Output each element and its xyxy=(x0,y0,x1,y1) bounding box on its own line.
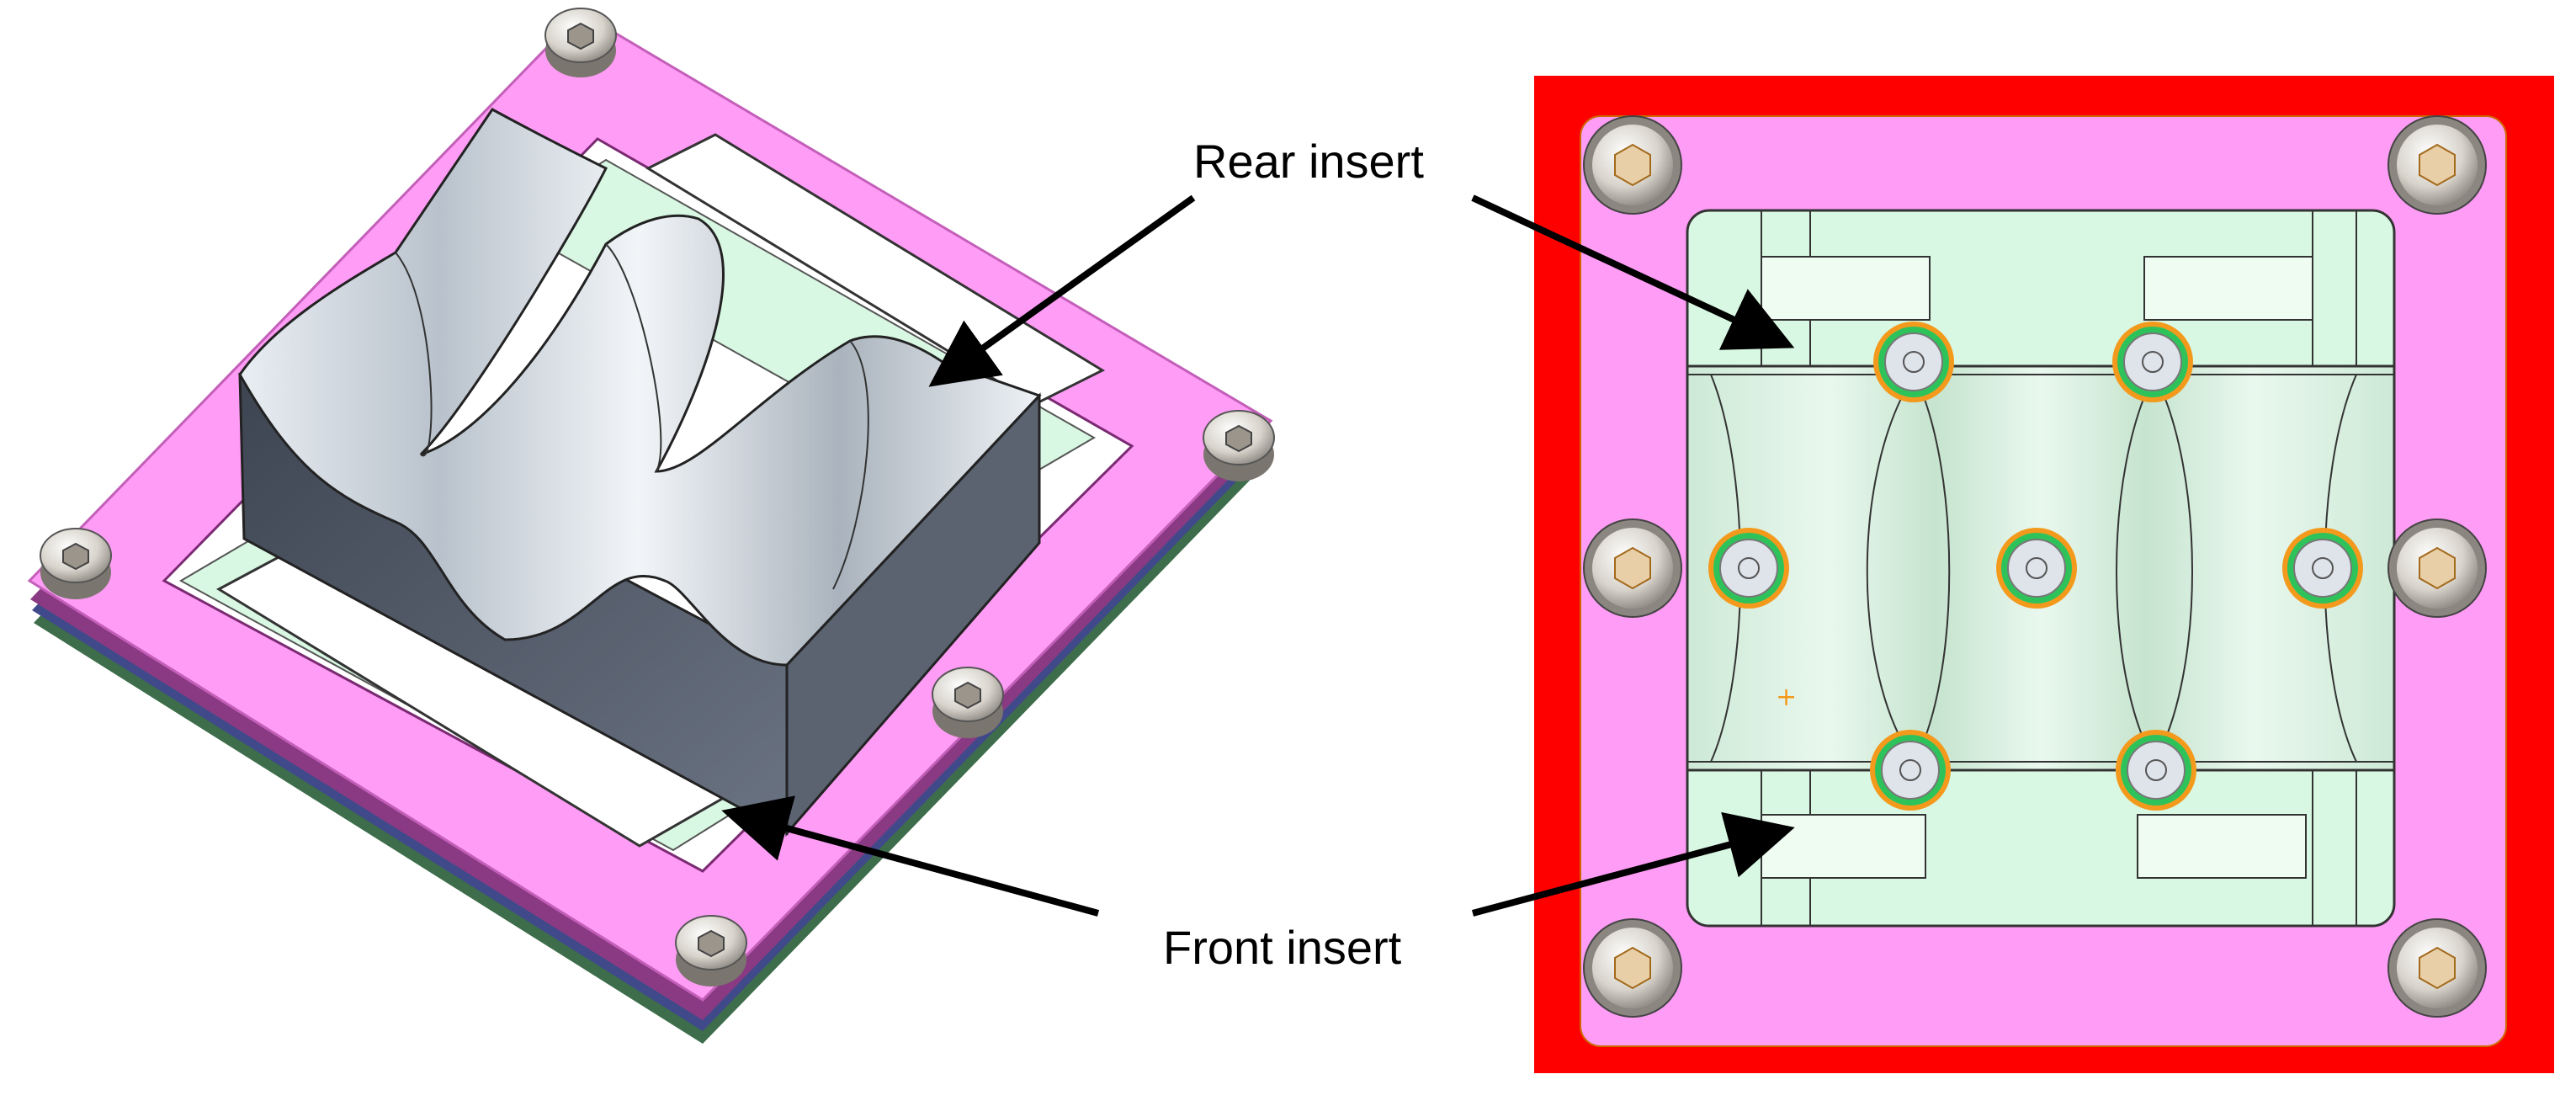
slot-rear-right xyxy=(2143,256,2313,321)
slot-rear-left xyxy=(1761,256,1931,321)
screw-ring-icon xyxy=(2116,730,2196,811)
screw-ring-icon xyxy=(1870,730,1951,811)
slot-front-left xyxy=(1761,814,1926,879)
socket-head-cap-screw-icon xyxy=(932,667,1004,738)
socket-head-cap-screw-icon xyxy=(1583,918,1682,1018)
block-crest-2 xyxy=(605,243,662,472)
socket-head-cap-screw-icon xyxy=(40,528,112,599)
screw-ring-icon xyxy=(1708,528,1789,609)
arrow-front-insert-right xyxy=(1471,811,1795,917)
arrow-front-insert-left xyxy=(721,795,1100,917)
front-insert-label: Front insert xyxy=(1163,921,1402,974)
socket-head-cap-screw-icon xyxy=(1203,410,1275,481)
block-wavy-top xyxy=(238,108,1042,667)
screw-ring-icon xyxy=(2112,322,2193,402)
block-crest-1 xyxy=(395,252,433,457)
top-view: + xyxy=(1534,76,2554,1073)
screw-ring-icon xyxy=(1873,322,1954,402)
screw-ring-icon xyxy=(2282,528,2363,609)
arrow-rear-insert-left xyxy=(928,194,1196,387)
isometric-view xyxy=(27,8,1275,1044)
socket-head-cap-screw-icon xyxy=(2387,115,2487,215)
socket-head-cap-screw-icon xyxy=(1583,115,1682,215)
arrow-rear-insert-right xyxy=(1471,194,1795,350)
origin-marker: + xyxy=(1776,683,1797,712)
socket-head-cap-screw-icon xyxy=(2387,518,2487,618)
screw-ring-icon xyxy=(1996,528,2077,609)
socket-head-cap-screw-icon xyxy=(675,915,747,986)
socket-head-cap-screw-icon xyxy=(2387,918,2487,1018)
block-crest-3 xyxy=(832,340,869,590)
socket-head-cap-screw-icon xyxy=(1583,518,1682,618)
rear-insert-label: Rear insert xyxy=(1193,135,1424,188)
socket-head-cap-screw-icon xyxy=(544,8,617,77)
slot-front-right xyxy=(2137,814,2307,879)
